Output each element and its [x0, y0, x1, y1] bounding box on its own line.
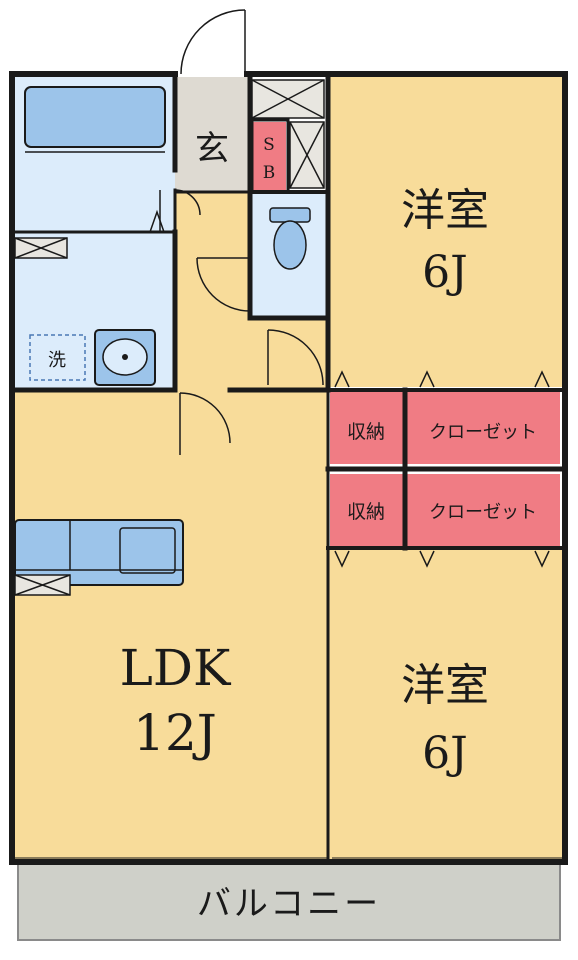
- hallway-lower: [250, 318, 328, 390]
- doors: [15, 9, 562, 859]
- bathtub: [24, 86, 166, 148]
- hallway: [175, 192, 250, 390]
- storage-upper-box: [330, 392, 403, 464]
- entrance-floor: [175, 77, 250, 192]
- pipe-shaft-icon: [289, 121, 325, 189]
- western-room-upper-name: 洋室: [401, 185, 489, 236]
- closet-lower-box: [407, 474, 560, 546]
- balcony-label: バルコニー: [197, 884, 381, 924]
- western-room-upper: [328, 77, 562, 387]
- pipe-shaft-icon: [251, 79, 325, 119]
- ldk-size: 12J: [133, 704, 217, 762]
- shoe-box-label-top: S: [263, 135, 275, 155]
- toilet-tank: [269, 207, 311, 223]
- vent-icon: [14, 237, 68, 259]
- closet-upper-label: クローゼット: [429, 422, 537, 443]
- closet-upper-box: [407, 392, 560, 464]
- walls: [9, 71, 568, 865]
- western-room-lower-size: 6J: [422, 728, 468, 779]
- shoe-box-label-bottom: B: [263, 163, 276, 183]
- vent-icon: [14, 574, 71, 596]
- toilet-bowl: [273, 220, 307, 270]
- ldk-room: [15, 390, 328, 860]
- western-room-upper-size: 6J: [422, 247, 468, 298]
- western-room-lower-name: 洋室: [401, 660, 489, 711]
- western-room-lower: [328, 548, 562, 860]
- entrance-label: 玄: [195, 129, 229, 169]
- storage-lower-label: 収納: [347, 501, 385, 523]
- closet-lower-label: クローゼット: [429, 502, 537, 523]
- storage-upper-label: 収納: [347, 421, 385, 443]
- shoe-box: [253, 122, 286, 192]
- washer-label: 洗: [48, 350, 66, 371]
- ldk-name: LDK: [120, 639, 232, 697]
- washer-space: [29, 334, 86, 381]
- storage-lower-box: [330, 474, 403, 546]
- kitchen-sink: [119, 527, 176, 574]
